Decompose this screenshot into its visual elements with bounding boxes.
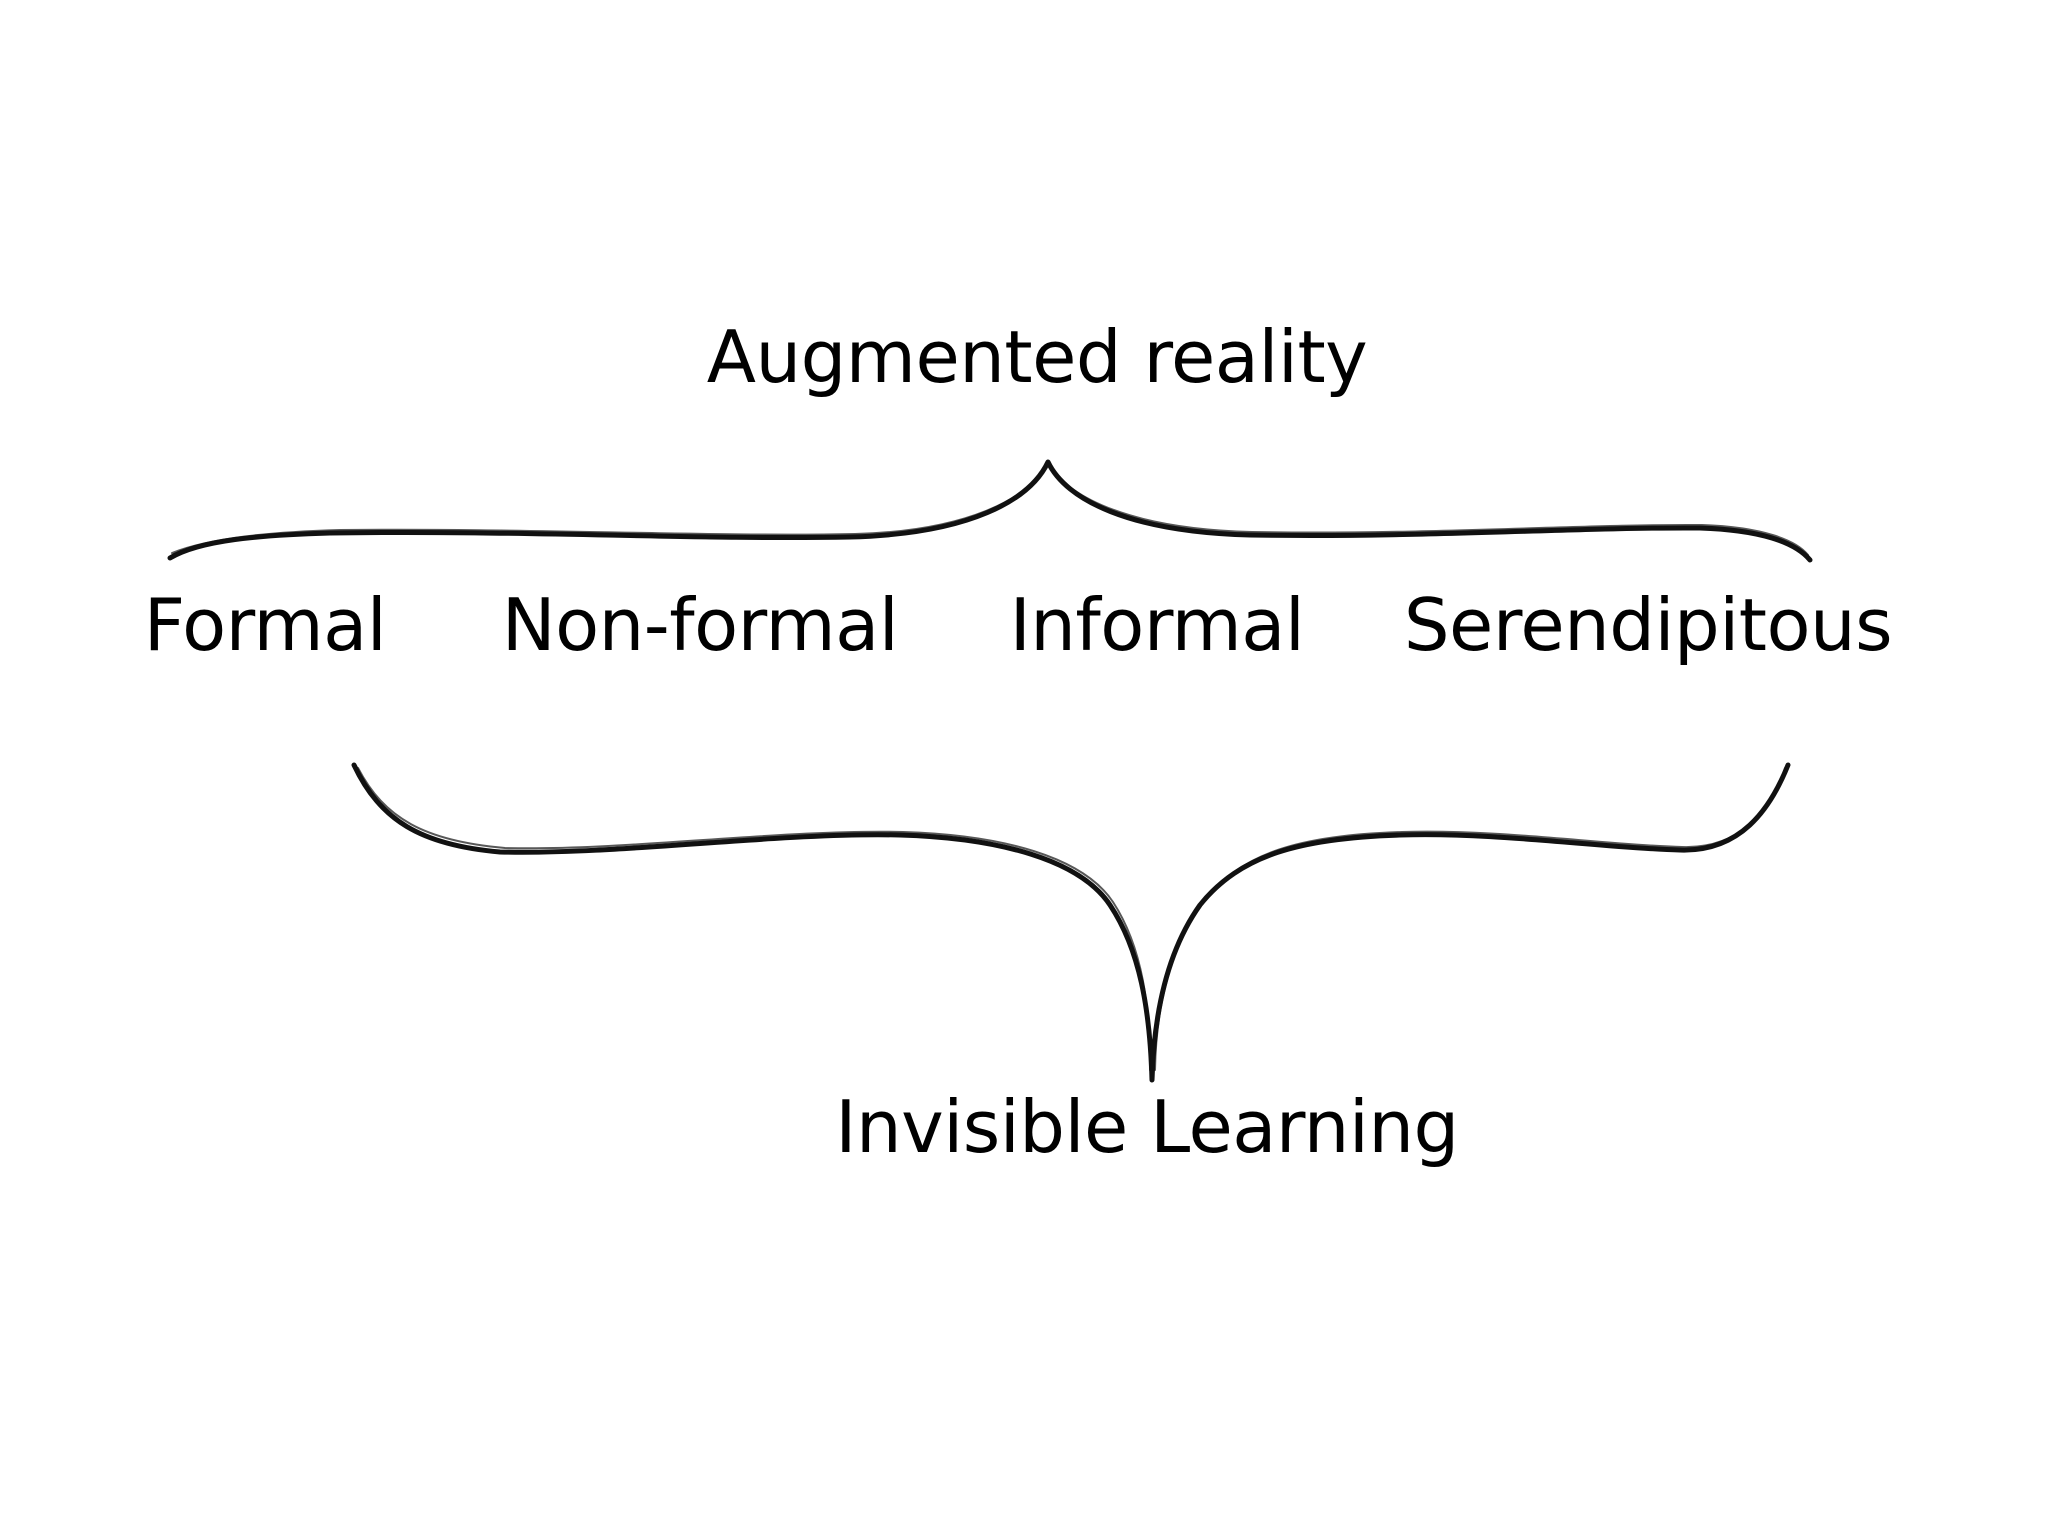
category-non-formal: Non-formal <box>501 583 899 667</box>
upper-brace <box>167 459 1813 563</box>
category-serendipitous: Serendipitous <box>1403 583 1893 667</box>
category-informal: Informal <box>1009 583 1305 667</box>
category-formal: Formal <box>143 583 387 667</box>
bottom-label: Invisible Learning <box>835 1085 1459 1169</box>
top-label: Augmented reality <box>706 315 1368 399</box>
lower-brace <box>351 762 1791 1083</box>
